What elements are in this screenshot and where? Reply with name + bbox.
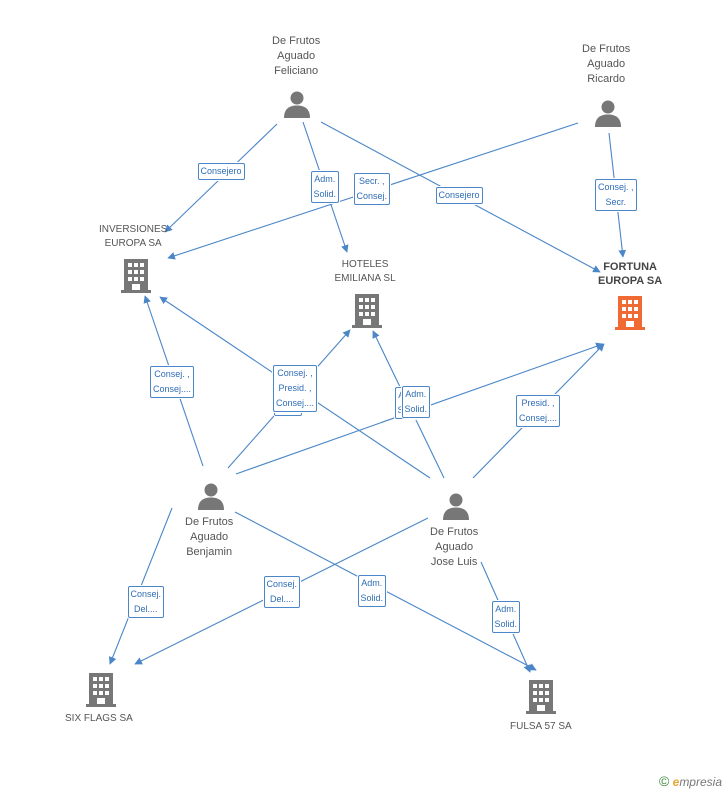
- role-label-joseluis-inversiones[interactable]: Consej. , Presid. , Consej....: [273, 364, 318, 412]
- company-name-sixflags[interactable]: SIX FLAGS SA: [65, 713, 133, 724]
- role-label-joseluis-fortuna[interactable]: Presid. , Consej....: [516, 395, 561, 427]
- building-icon[interactable]: [352, 294, 382, 328]
- person-name-feliciano[interactable]: De Frutos Aguado Feliciano: [272, 34, 321, 77]
- building-icon[interactable]: [615, 296, 645, 330]
- company-name-fortuna[interactable]: FORTUNA EUROPA SA: [598, 261, 663, 287]
- role-label-feliciano-inversiones[interactable]: Consejero: [197, 162, 245, 180]
- role-label-joseluis-sixflags[interactable]: Consej. Del....: [263, 576, 301, 608]
- role-label-ricardo-inversiones[interactable]: Secr. , Consej.: [353, 173, 391, 205]
- person-icon[interactable]: [284, 91, 310, 119]
- person-icon[interactable]: [198, 483, 224, 511]
- person-name-benjamin[interactable]: De Frutos Aguado Benjamin: [185, 515, 234, 558]
- empresia-credit[interactable]: © empresia: [659, 773, 722, 789]
- building-icon[interactable]: [86, 673, 116, 707]
- role-label-feliciano-hoteles[interactable]: Adm. Solid.: [310, 171, 340, 203]
- role-label-benjamin-sixflags[interactable]: Consej. Del....: [127, 586, 165, 618]
- empresia-logo: empresia: [672, 775, 722, 789]
- role-label-joseluis-fulsa[interactable]: Adm. Solid.: [491, 601, 521, 633]
- role-label-ricardo-fortuna[interactable]: Consej. , Secr.: [595, 179, 637, 211]
- role-label-benjamin-inversiones[interactable]: Consej. , Consej....: [150, 366, 195, 398]
- building-icon[interactable]: [121, 259, 151, 293]
- role-label-joseluis-hoteles[interactable]: Adm. Solid.: [401, 386, 431, 418]
- person-name-joseluis[interactable]: De Frutos Aguado Jose Luis: [430, 525, 479, 568]
- company-name-inversiones[interactable]: INVERSIONES EUROPA SA: [99, 224, 168, 249]
- role-label-feliciano-fortuna[interactable]: Consejero: [435, 186, 483, 204]
- company-name-fulsa[interactable]: FULSA 57 SA: [510, 721, 572, 732]
- building-icon[interactable]: [526, 680, 556, 714]
- person-icon[interactable]: [443, 493, 469, 521]
- copyright-icon: ©: [658, 773, 670, 789]
- person-name-ricardo[interactable]: De Frutos Aguado Ricardo: [582, 42, 631, 85]
- role-label-benjamin-fulsa[interactable]: Adm. Solid.: [357, 575, 387, 607]
- company-name-hoteles[interactable]: HOTELES EMILIANA SL: [334, 259, 396, 284]
- person-icon[interactable]: [595, 100, 621, 128]
